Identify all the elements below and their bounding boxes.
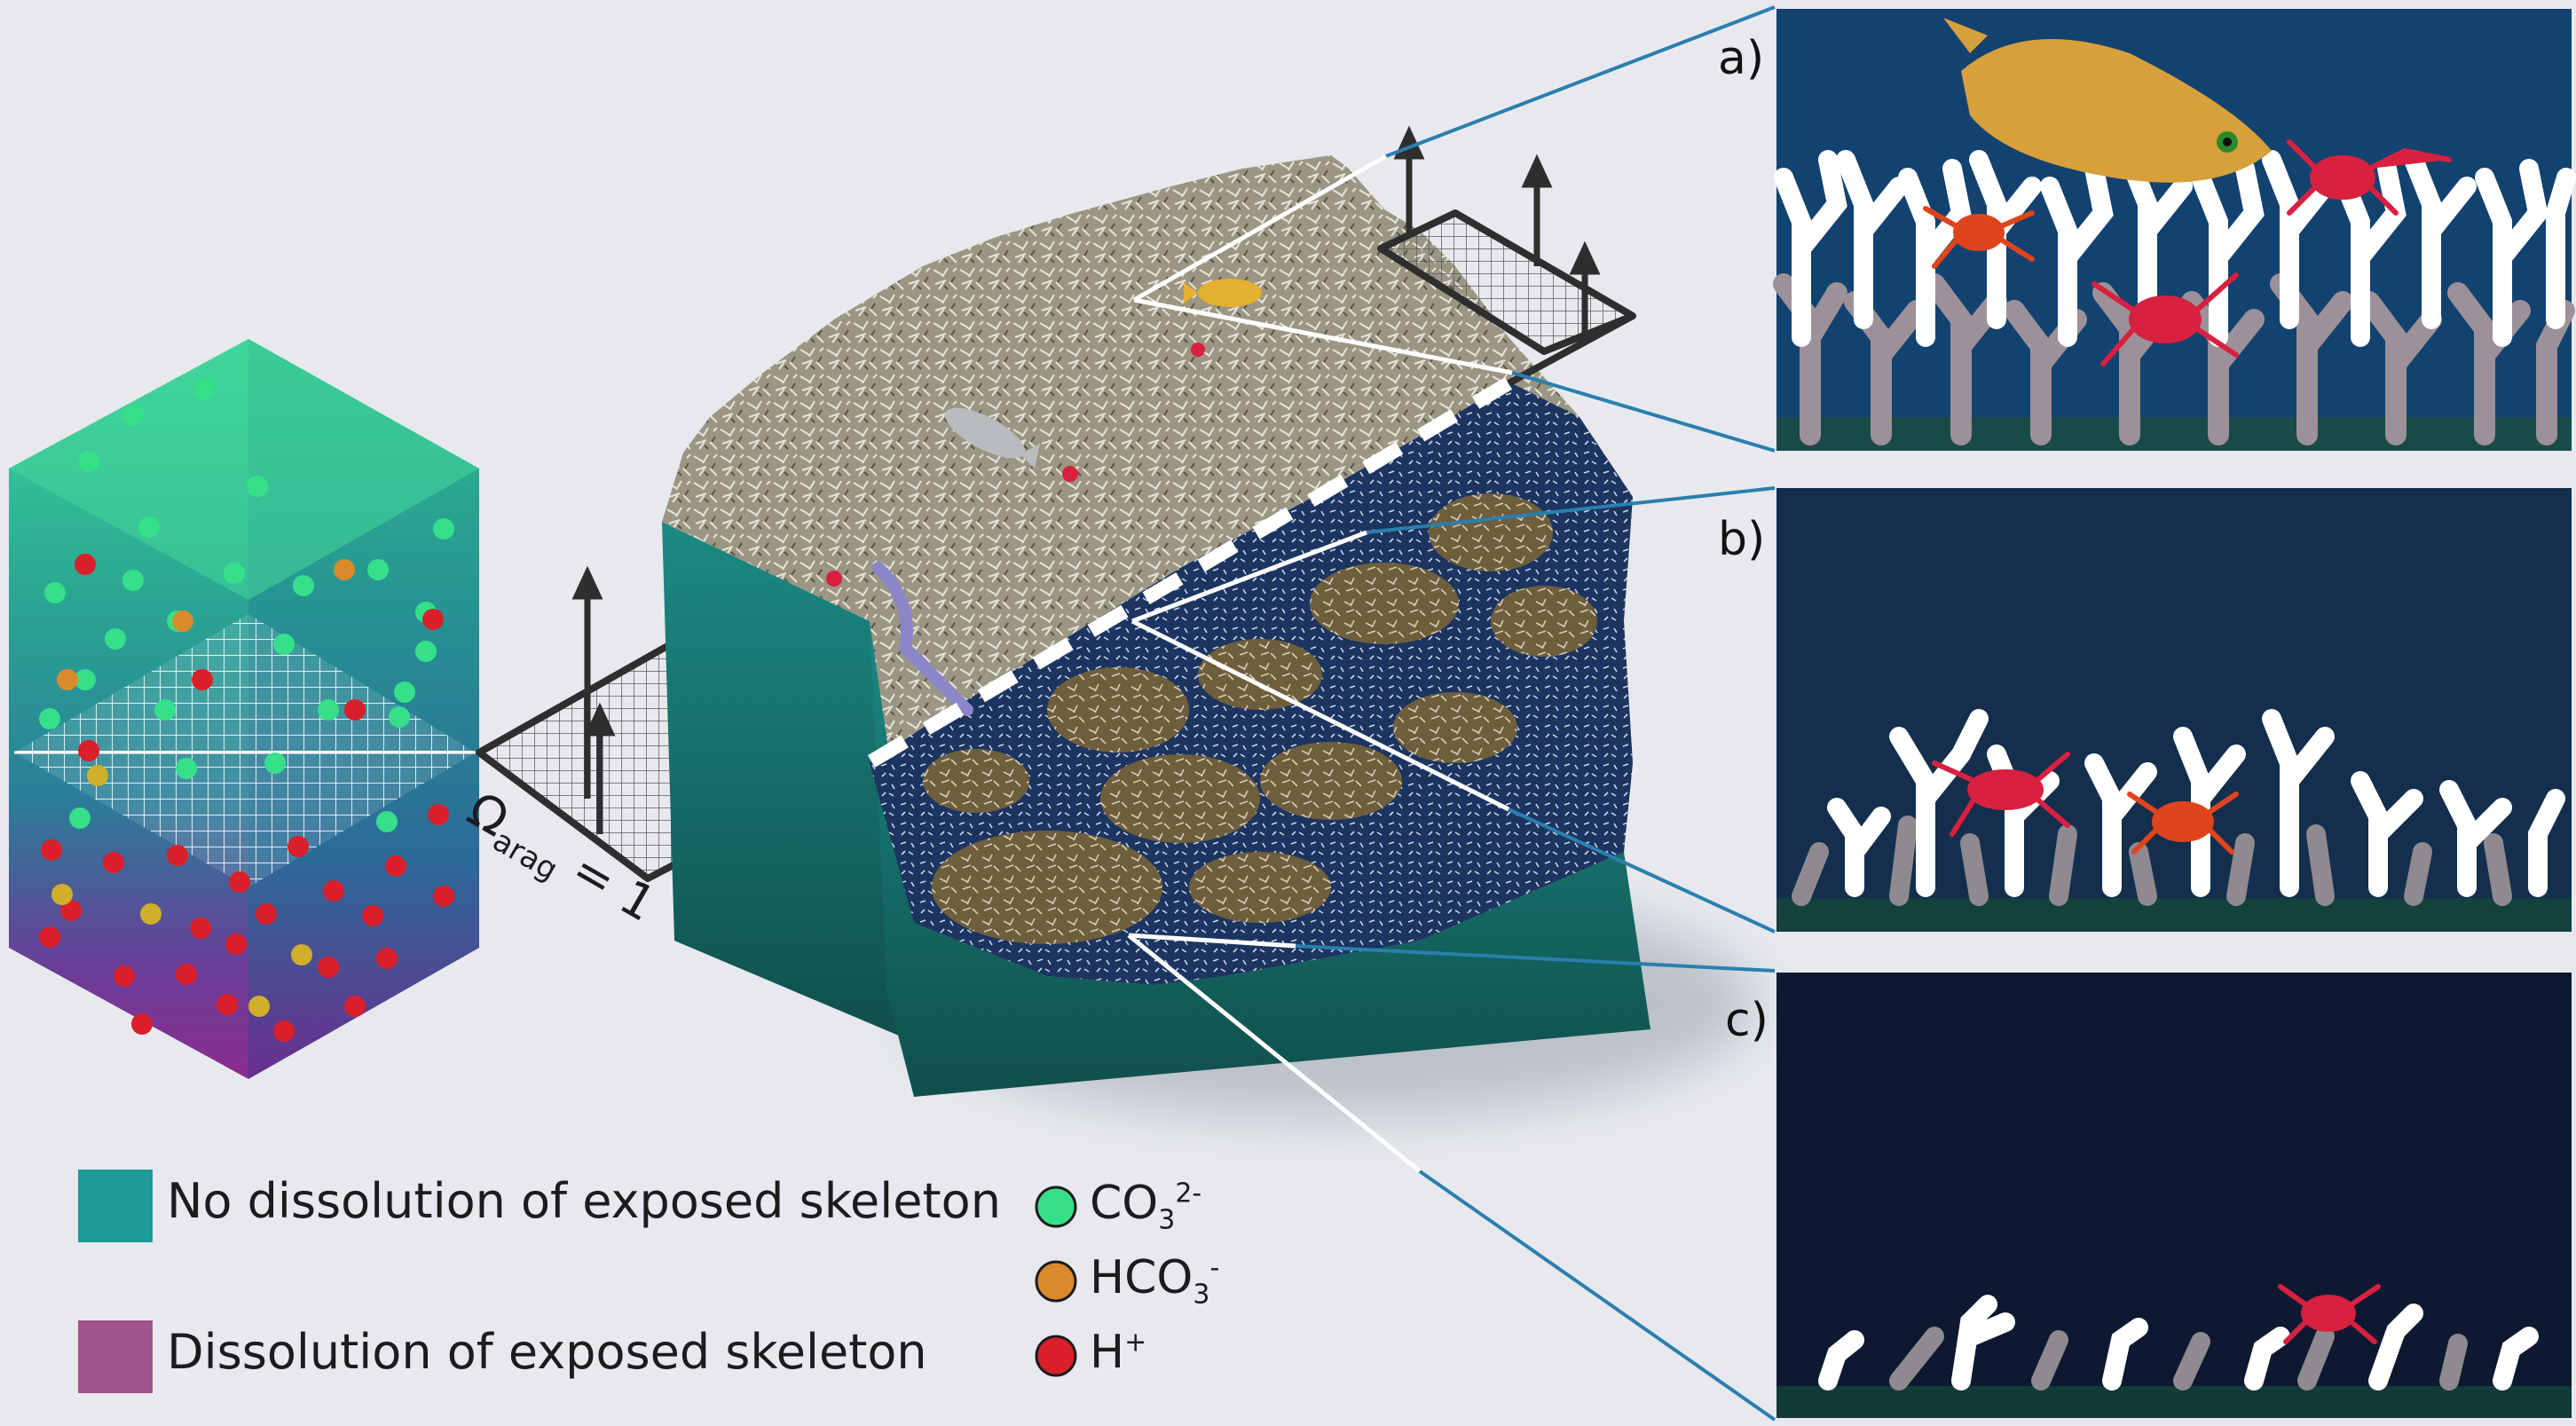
panel-a-seafloor — [1776, 417, 2572, 451]
fish-icon — [1184, 279, 1262, 307]
cube-top-face — [9, 339, 479, 600]
sea-star-icon — [872, 562, 973, 716]
hydrogen-label: H+ — [1090, 1326, 1146, 1379]
panel-c-label: c) — [1725, 994, 1769, 1047]
crab-icon — [1923, 206, 2035, 269]
panel-a-label: a) — [1718, 32, 1765, 85]
dissolution-swatch — [78, 1320, 153, 1393]
dead-reef-patches — [923, 493, 1597, 944]
crab-icon — [2287, 139, 2452, 216]
reef-left-side — [662, 522, 905, 1038]
dead-coral-icon — [1889, 1327, 2468, 1391]
panel-b-label: b) — [1718, 513, 1766, 566]
reef-block — [662, 155, 1757, 1118]
bicarbonate-sup: - — [1209, 1252, 1220, 1284]
bicarbonate-base: HCO — [1090, 1251, 1193, 1304]
bicarbonate-label: HCO3- — [1090, 1251, 1219, 1310]
panel-a — [1773, 9, 2576, 451]
bicarbonate-sub: 3 — [1193, 1279, 1210, 1311]
dead-coral-icon — [1792, 815, 2512, 906]
carbonate-sub: 3 — [1158, 1204, 1176, 1236]
crab-icon — [826, 343, 1205, 587]
fish-icon — [945, 407, 1040, 469]
carbonate-sup: 2- — [1175, 1178, 1202, 1209]
panel-a-water — [1776, 9, 2572, 451]
bicarbonate-ions-lower — [51, 765, 312, 1017]
carbonate-base: CO — [1090, 1177, 1159, 1230]
fish-icon — [1943, 18, 2272, 183]
bicarbonate-legend-dot — [1035, 1260, 1077, 1303]
zoom-lines — [1127, 5, 1776, 1422]
dissolution-label: Dissolution of exposed skeleton — [167, 1324, 927, 1380]
saturation-horizon-grid — [14, 614, 476, 887]
water-column-cube — [9, 339, 479, 1079]
hydrogen-sup: + — [1124, 1327, 1147, 1359]
panel-c — [1776, 973, 2572, 1418]
panel-c-water — [1776, 973, 2572, 1418]
crab-icon — [2092, 272, 2239, 366]
carbonate-legend-dot — [1035, 1186, 1077, 1228]
hydrogen-base: H — [1090, 1326, 1125, 1379]
hydrogen-legend-dot — [1035, 1335, 1077, 1377]
panel-b-seafloor — [1776, 898, 2572, 932]
panel-c-seafloor — [1776, 1386, 2572, 1418]
no-dissolution-swatch — [78, 1170, 153, 1242]
bicarbonate-ions — [57, 559, 355, 690]
saturation-horizon-plane — [14, 614, 476, 887]
grid-plane-icon — [1381, 213, 1633, 351]
crab-icon — [2278, 1284, 2381, 1344]
no-dissolution-label: No dissolution of exposed skeleton — [167, 1173, 1001, 1229]
live-coral-icon — [1818, 1295, 2539, 1391]
crab-icon — [2127, 792, 2239, 855]
panel-b — [1776, 488, 2572, 932]
crab-icon — [1932, 752, 2070, 837]
hydrogen-ions — [39, 554, 454, 1042]
carbonate-ions — [39, 378, 454, 832]
carbonate-label: CO32- — [1090, 1177, 1201, 1235]
